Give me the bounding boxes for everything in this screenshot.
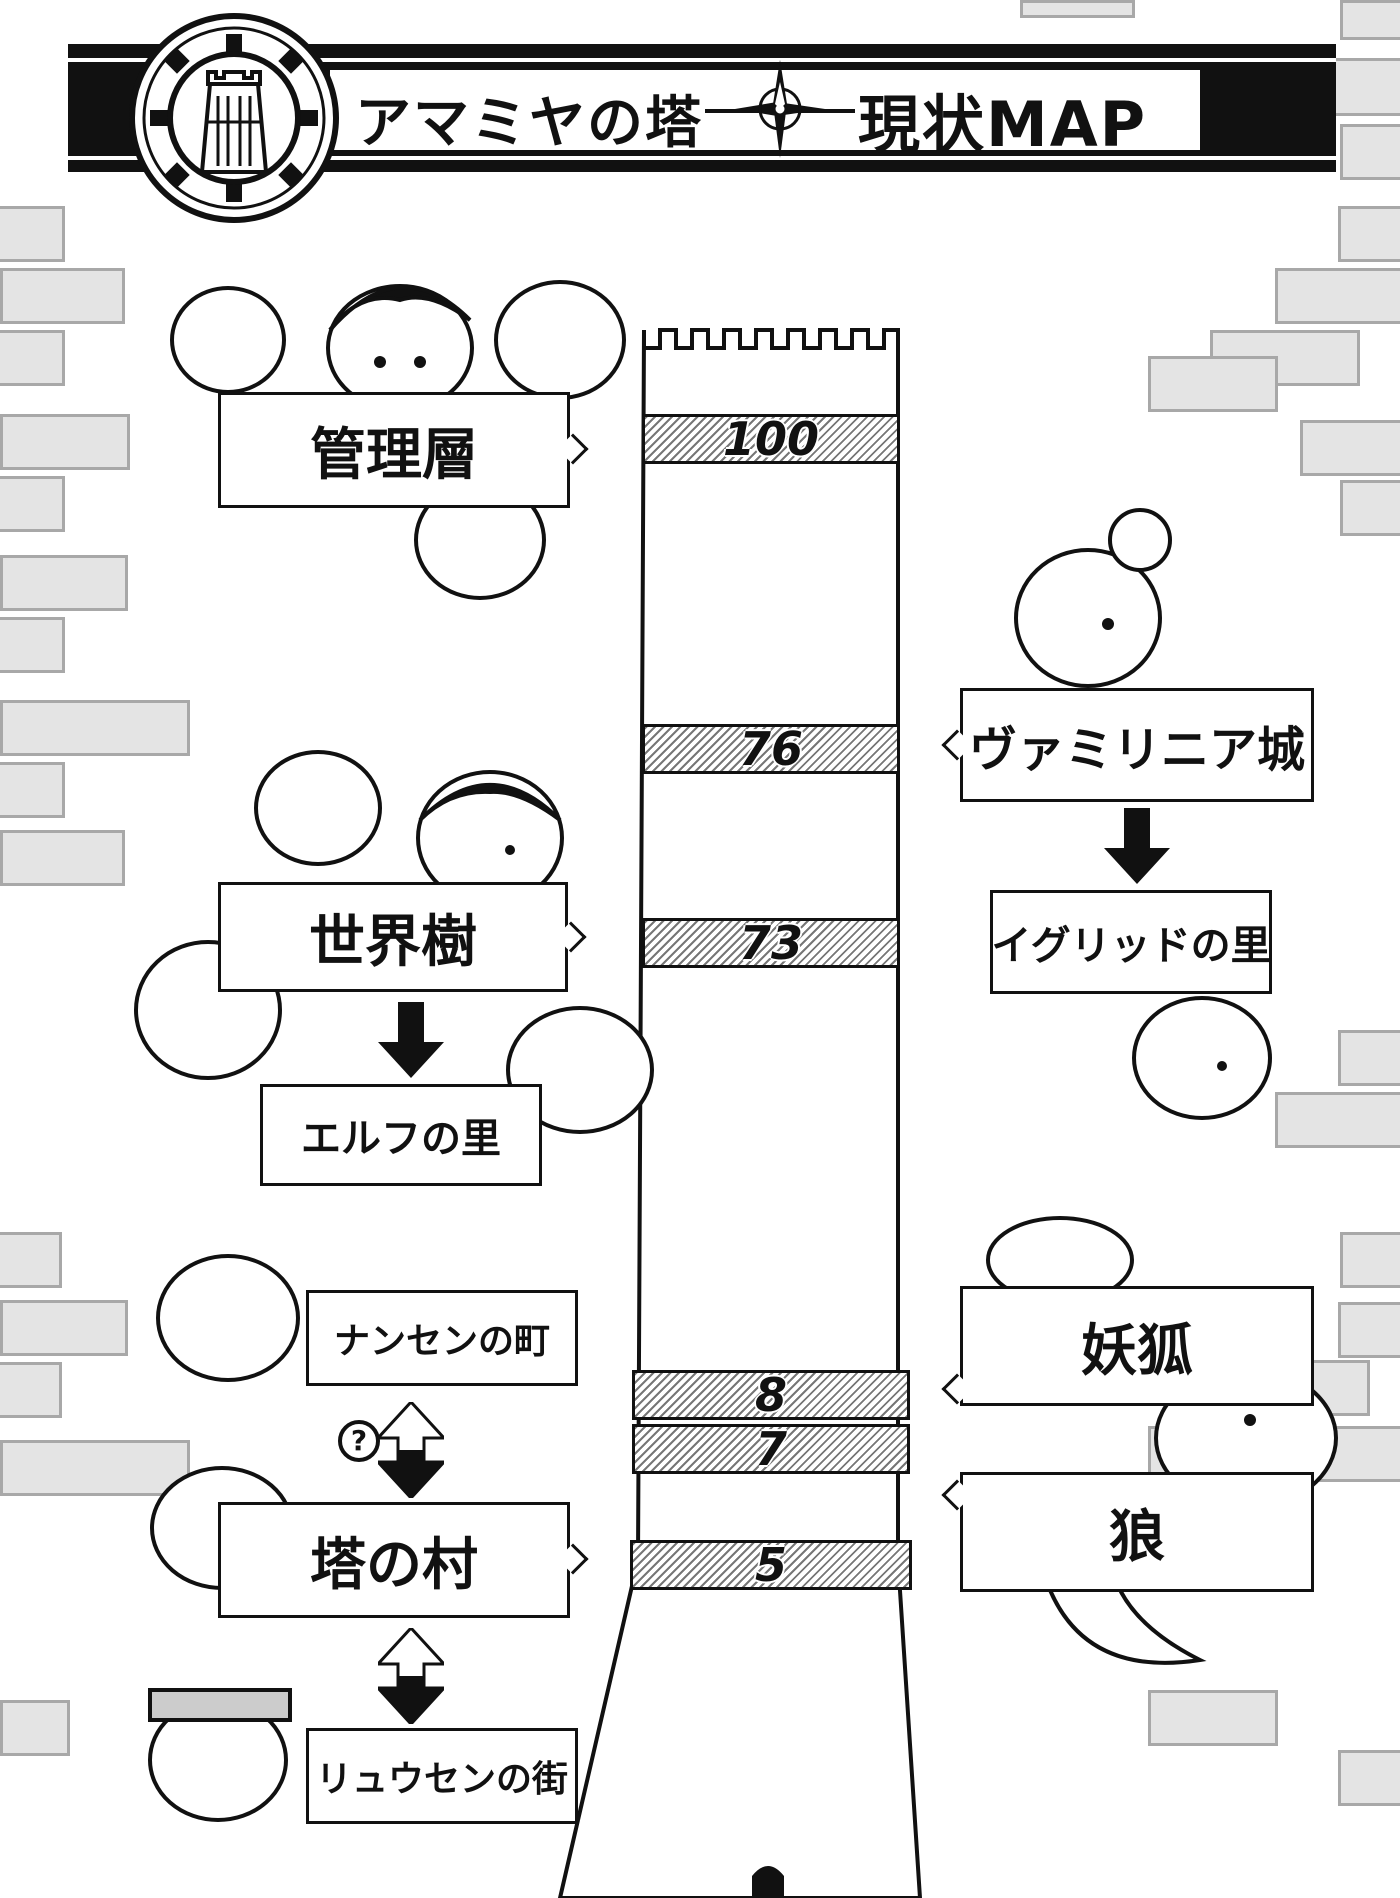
- location-ryusen: リュウセンの街: [306, 1728, 578, 1824]
- banner-stripe-top: [68, 58, 1336, 62]
- two-way-arrow-icon-2: [378, 1628, 444, 1724]
- location-ookami-text: 狼: [1109, 1503, 1165, 1570]
- location-igrid: イグリッドの里: [990, 890, 1272, 994]
- face-girl-calm: [494, 280, 626, 400]
- face-vampire-girl: [1014, 548, 1162, 688]
- location-nansen-text: ナンセンの町: [333, 1320, 550, 1362]
- banner-stripe-bottom: [68, 156, 1336, 160]
- floor-band-5: 5: [630, 1540, 912, 1590]
- location-sekaiju: 世界樹: [218, 882, 568, 992]
- tower-gear-emblem-icon: [129, 13, 339, 223]
- location-youko: 妖狐: [960, 1286, 1314, 1406]
- location-tou-text: 塔の村: [310, 1531, 478, 1598]
- location-kanri: 管理層: [218, 392, 570, 508]
- two-way-arrow-icon: [378, 1402, 444, 1498]
- location-igrid-text: イグリッドの里: [991, 922, 1271, 969]
- location-sekaiju-text: 世界樹: [309, 908, 477, 975]
- floor-band-100: 100: [642, 414, 900, 464]
- floor-band-76: 76: [642, 724, 900, 774]
- location-elf-text: エルフの里: [301, 1115, 501, 1162]
- floor-number-8: 8: [754, 1368, 787, 1422]
- location-vamirinia: ヴァミリニア城: [960, 688, 1314, 802]
- floor-number-76: 76: [738, 722, 803, 776]
- floor-number-7: 7: [754, 1422, 787, 1476]
- face-man-goggles: [156, 1254, 300, 1382]
- location-ookami: 狼: [960, 1472, 1314, 1592]
- tower-door: [752, 1866, 784, 1898]
- face-girl-headband: [1132, 996, 1272, 1120]
- floor-number-5: 5: [754, 1538, 787, 1592]
- location-ryusen-text: リュウセンの街: [315, 1758, 568, 1800]
- location-elf: エルフの里: [260, 1084, 542, 1186]
- floor-band-8: 8: [632, 1370, 910, 1420]
- face-boy-squint: [254, 750, 382, 866]
- tower-outline: [557, 328, 923, 1898]
- map-title: アマミヤの塔: [355, 90, 703, 156]
- location-vamirinia-text: ヴァミリニア城: [968, 722, 1305, 778]
- arrow-down-icon: [378, 1002, 444, 1078]
- floor-band-7: 7: [632, 1424, 910, 1474]
- compass-rose-icon: [735, 60, 825, 158]
- floor-number-100: 100: [722, 412, 820, 466]
- rose-decoration: [1108, 508, 1172, 572]
- face-girl-sleepy: [170, 286, 286, 394]
- question-mark-icon: ?: [350, 1424, 368, 1457]
- question-badge: ?: [338, 1420, 380, 1462]
- location-kanri-text: 管理層: [310, 421, 478, 488]
- map-subtitle: 現状MAP: [858, 88, 1148, 161]
- floor-number-73: 73: [738, 916, 803, 970]
- arrow-down-icon-2: [1104, 808, 1170, 884]
- location-nansen: ナンセンの町: [306, 1290, 578, 1386]
- location-tou: 塔の村: [218, 1502, 570, 1618]
- face-elf-blushing: [506, 1006, 654, 1134]
- floor-band-73: 73: [642, 918, 900, 968]
- location-youko-text: 妖狐: [1081, 1317, 1193, 1384]
